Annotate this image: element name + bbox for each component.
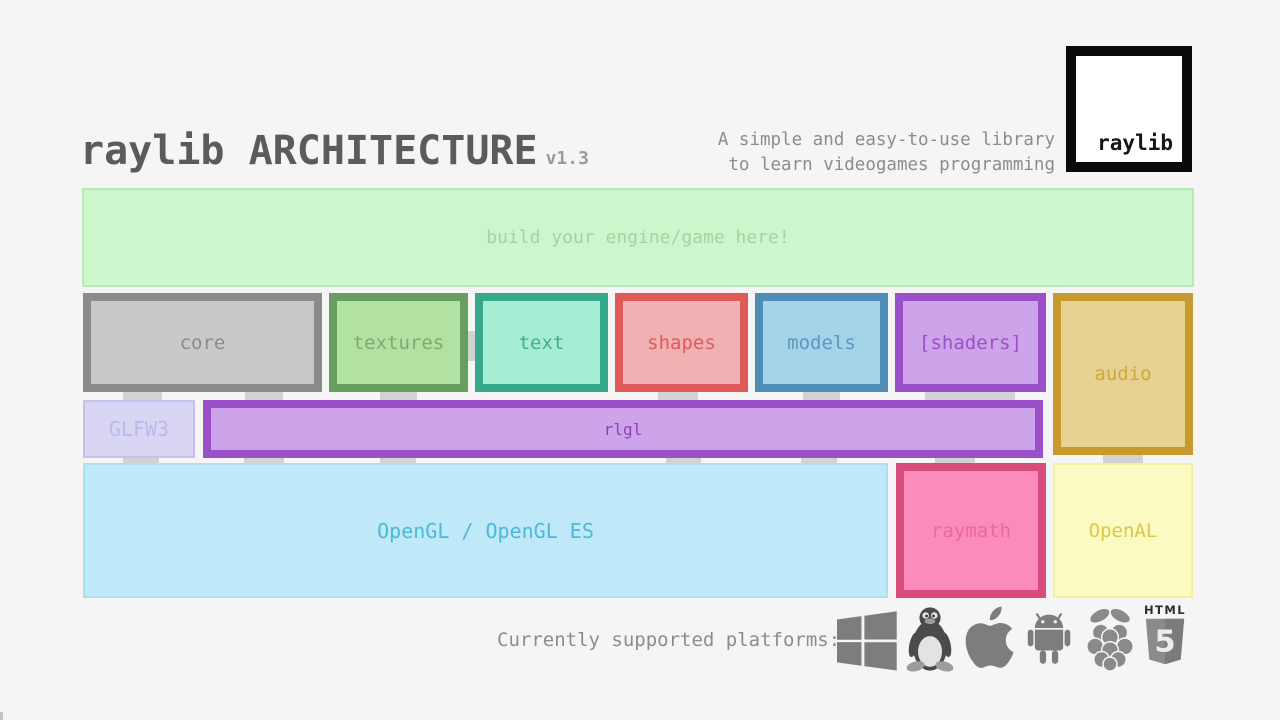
- windows-icon: [837, 611, 897, 671]
- module-audio-label: audio: [1094, 363, 1152, 385]
- rlgl-box: rlgl: [203, 400, 1043, 458]
- connector: [658, 392, 698, 400]
- connector: [123, 455, 159, 463]
- connector: [925, 392, 1015, 400]
- linux-icon: [906, 607, 954, 672]
- connector: [466, 331, 477, 361]
- module-text: text: [475, 293, 608, 392]
- module-audio: audio: [1053, 293, 1193, 455]
- module-textures: textures: [329, 293, 468, 392]
- module-core: core: [83, 293, 322, 392]
- module-text-label: text: [518, 331, 565, 354]
- html5-top-text: HTML: [1144, 603, 1186, 617]
- module-shaders-label: [shaders]: [919, 331, 1022, 354]
- module-textures-label: textures: [352, 331, 445, 354]
- engine-banner: build your engine/game here!: [82, 188, 1194, 287]
- rlgl-label: rlgl: [603, 419, 643, 439]
- module-models: models: [755, 293, 888, 392]
- glfw3-label: GLFW3: [108, 417, 170, 441]
- module-shapes-label: shapes: [647, 331, 716, 354]
- tagline: A simple and easy-to-use library to lear…: [718, 128, 1055, 178]
- connector: [123, 392, 162, 400]
- platforms-label: Currently supported platforms:: [497, 629, 841, 651]
- raymath-label: raymath: [930, 519, 1012, 542]
- android-icon: [1027, 613, 1071, 664]
- connector: [1103, 455, 1143, 463]
- connector: [380, 455, 416, 463]
- tagline-line-1: A simple and easy-to-use library: [717, 130, 1055, 150]
- connector: [245, 392, 283, 400]
- module-core-label: core: [179, 331, 226, 354]
- tagline-line-2: to learn videogames programming: [728, 155, 1055, 175]
- connector: [935, 455, 975, 463]
- module-models-label: models: [787, 331, 856, 354]
- engine-banner-label: build your engine/game here!: [486, 227, 790, 248]
- glfw3-box: GLFW3: [83, 400, 195, 458]
- edge-artifact: [0, 712, 3, 720]
- connector: [380, 392, 417, 400]
- opengl-label: OpenGL / OpenGL ES: [377, 518, 594, 543]
- openal-label: OpenAL: [1088, 519, 1158, 542]
- module-shapes: shapes: [615, 293, 748, 392]
- raspberry-pi-icon: [1086, 607, 1134, 672]
- connector: [801, 455, 837, 463]
- connector: [244, 455, 284, 463]
- title-text: raylib ARCHITECTURE: [80, 128, 538, 174]
- raymath-box: raymath: [896, 463, 1046, 598]
- openal-box: OpenAL: [1053, 463, 1193, 598]
- html5-number: 5: [1154, 624, 1175, 659]
- page-title: raylib ARCHITECTURE v1.3: [80, 128, 589, 174]
- version-label: v1.3: [545, 148, 589, 169]
- html5-icon: HTML 5: [1144, 603, 1186, 665]
- raylib-logo: raylib: [1066, 46, 1192, 172]
- raylib-logo-text: raylib: [1097, 131, 1173, 155]
- apple-icon: [965, 606, 1014, 668]
- connector: [803, 392, 840, 400]
- connector: [666, 455, 701, 463]
- opengl-box: OpenGL / OpenGL ES: [83, 463, 888, 598]
- module-shaders: [shaders]: [895, 293, 1046, 392]
